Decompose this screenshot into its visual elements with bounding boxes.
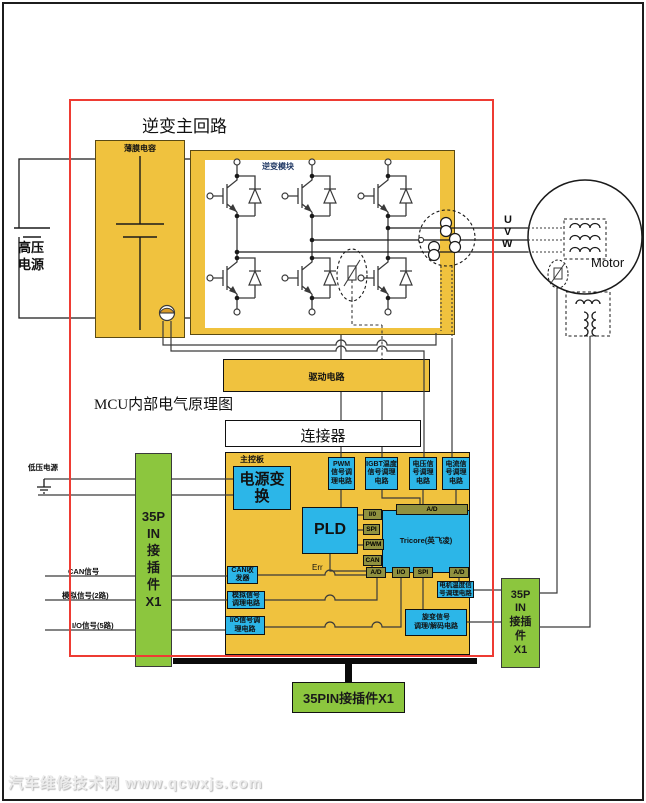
err-label: Err: [312, 563, 323, 572]
power-conversion-label: 电源变 换: [239, 470, 285, 505]
inverter-inner-area: [205, 160, 440, 328]
connector-label: 连接器: [300, 428, 346, 445]
pwm-conditioning-box: PWM 信号调 理电路: [328, 457, 355, 490]
voltage-conditioning-box: 电压信 号调理 电路: [409, 457, 437, 490]
bus-stub: [345, 661, 352, 683]
resolver-conditioning-box: 旋变信号 调理/解码电路: [405, 609, 467, 636]
current-conditioning-box: 电流信 号调理 电路: [442, 457, 470, 490]
phase-u-label: U: [504, 214, 512, 226]
io-signal-label: I/O信号(5路): [72, 621, 114, 630]
tricore-box: Tricore(英飞凌): [382, 510, 470, 573]
io-left-port-label: I/0: [368, 511, 377, 518]
film-capacitor-block: [95, 140, 185, 338]
resolver-conditioning-label: 旋变信号 调理/解码电路: [414, 614, 458, 630]
can-left-port: CAN: [363, 555, 382, 566]
can-signal-label: CAN信号: [68, 567, 100, 576]
analog-conditioning-box: 模拟信号 调理电路: [227, 591, 265, 609]
igbt-temp-conditioning-label: IGBT温度 信号调理 电路: [366, 461, 397, 485]
pwm-conditioning-label: PWM 信号调 理电路: [331, 461, 352, 485]
ad-top-port-label: A/D: [426, 506, 438, 513]
phase-v-label: V: [504, 226, 512, 238]
ad-bottom-port-2: A/D: [449, 567, 469, 578]
mcu-title: MCU内部电气原理图: [94, 397, 234, 413]
watermark: 汽车维修技术网 www.qcwxjs.com: [8, 775, 263, 792]
tricore-label: Tricore(英飞凌): [399, 536, 453, 546]
pld-box: PLD: [302, 507, 358, 554]
left-35pin-connector: 35P IN 接 插 件 X1: [135, 453, 172, 667]
io-bottom-port-label: I/O: [396, 569, 406, 576]
voltage-conditioning-label: 电压信 号调理 电路: [412, 461, 434, 485]
pwm-left-port: PWM: [363, 539, 384, 550]
igbt-temp-conditioning-box: IGBT温度 信号调理 电路: [365, 457, 398, 490]
right-35pin-label: 35P IN 接插 件 X1: [509, 588, 532, 656]
spi-left-port-label: SPI: [366, 526, 377, 533]
can-transceiver-label: CAN收 发器: [231, 566, 254, 582]
spi-left-port: SPI: [363, 524, 380, 535]
motor-temp-conditioning-label: 电机温度信 号调理电路: [439, 582, 472, 597]
spi-bottom-port-label: SPI: [417, 569, 429, 576]
lv-supply-label: 低压电源: [28, 463, 58, 472]
motor-temp-conditioning-box: 电机温度信 号调理电路: [437, 581, 474, 598]
motor-label: Motor: [591, 255, 625, 270]
can-left-port-label: CAN: [365, 557, 380, 564]
hv-supply-label: 高压 电源: [18, 240, 45, 272]
bottom-35pin-label: 35PIN接插件X1: [302, 691, 395, 706]
analog-conditioning-label: 模拟信号 调理电路: [232, 591, 260, 607]
film-capacitor-label: 薄膜电容: [124, 144, 156, 153]
spi-bottom-port: SPI: [413, 567, 433, 578]
io-bottom-port: I/O: [392, 567, 410, 578]
current-conditioning-label: 电流信 号调理 电路: [445, 461, 467, 485]
main-loop-title: 逆变主回路: [142, 117, 227, 136]
right-35pin-connector: 35P IN 接插 件 X1: [501, 578, 540, 668]
ad-top-port: A/D: [396, 504, 468, 515]
inverter-module-label: 逆变模块: [262, 162, 294, 171]
can-transceiver-box: CAN收 发器: [227, 566, 258, 584]
bottom-35pin-connector: 35PIN接插件X1: [292, 682, 405, 713]
main-board-label: 主控板: [240, 455, 264, 464]
pld-label: PLD: [314, 521, 346, 539]
io-conditioning-label: I/O信号调 理电路: [229, 617, 261, 633]
phase-w-label: W: [502, 238, 513, 250]
analog-signal-label: 模拟信号(2路): [62, 591, 109, 600]
ad-bottom-port-1-label: A/D: [370, 569, 382, 576]
ad-bottom-port-2-label: A/D: [453, 569, 465, 576]
power-conversion-box: 电源变 换: [233, 466, 291, 510]
io-conditioning-box: I/O信号调 理电路: [225, 616, 265, 635]
bus-bar: [173, 658, 477, 664]
left-35pin-label: 35P IN 接 插 件 X1: [141, 509, 166, 609]
ad-bottom-port-1: A/D: [366, 567, 386, 578]
io-left-port: I/0: [363, 509, 382, 520]
drive-circuit-label: 驱动电路: [308, 372, 345, 382]
pwm-left-port-label: PWM: [365, 541, 382, 548]
